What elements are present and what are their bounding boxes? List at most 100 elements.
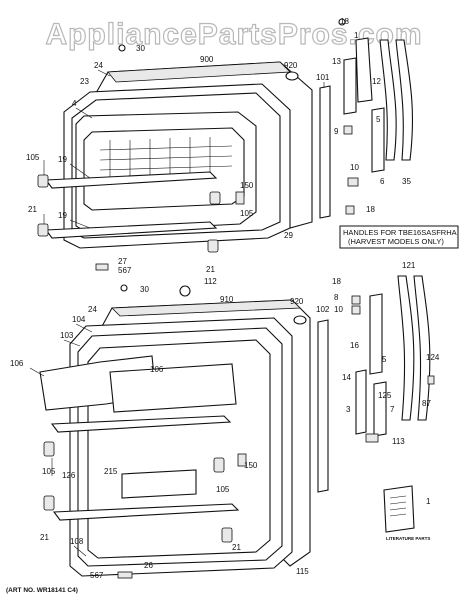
upper-handle-5 xyxy=(371,107,385,173)
callout-10-lower: 10 xyxy=(334,305,343,314)
callout-215: 215 xyxy=(104,467,118,476)
lower-shelf-bar-108 xyxy=(52,503,240,521)
literature-label: LITERATURE PARTS xyxy=(386,536,430,541)
upper-shelf-bar-19a xyxy=(44,171,218,189)
callout-124: 124 xyxy=(426,353,440,362)
lower-handle-125 xyxy=(373,381,387,437)
clip-87 xyxy=(427,375,435,385)
callout-103: 103 xyxy=(60,331,74,340)
upper-shelf-end-cap-105b xyxy=(209,191,221,205)
callout-125: 125 xyxy=(378,391,392,400)
lower-handle-121b xyxy=(413,275,431,421)
callout-105b-lower: 105 xyxy=(216,485,230,494)
callout-150-lower: 150 xyxy=(244,461,258,470)
callout-920: 920 xyxy=(284,61,298,70)
callout-29: 29 xyxy=(284,231,293,240)
leader-lines xyxy=(29,69,325,557)
callout-105-lower: 105 xyxy=(42,467,56,476)
callout-7: 7 xyxy=(390,405,395,414)
callout-5-lower: 5 xyxy=(382,355,387,364)
callout-104: 104 xyxy=(72,315,86,324)
callout-19: 19 xyxy=(58,155,67,164)
callout-126: 126 xyxy=(62,471,76,480)
callout-567-lower: 567 xyxy=(90,571,104,580)
lower-handle-5 xyxy=(369,293,383,375)
callout-8-lower: 8 xyxy=(334,293,339,302)
callout-21b: 21 xyxy=(206,265,215,274)
callout-910: 910 xyxy=(220,295,234,304)
lower-end-cap-105b xyxy=(213,457,225,473)
upper-handle-trim-101 xyxy=(319,85,331,219)
callout-121: 121 xyxy=(402,261,416,270)
callout-567: 567 xyxy=(118,266,132,275)
lower-end-cap-105a xyxy=(43,441,55,457)
callout-900: 900 xyxy=(200,55,214,64)
callout-26: 26 xyxy=(144,561,153,570)
callout-19b: 19 xyxy=(58,211,67,220)
callout-105b: 105 xyxy=(240,209,254,218)
clip-10-lower xyxy=(351,305,361,315)
plug-920 xyxy=(285,71,299,81)
upper-wire-basket-lines xyxy=(99,137,233,178)
callout-27: 27 xyxy=(118,257,127,266)
hinge-150-lower xyxy=(237,453,247,467)
callout-24: 24 xyxy=(94,61,103,70)
callout-16: 16 xyxy=(350,341,359,350)
handles-note-line1: HANDLES FOR TBE16SASFRHA xyxy=(343,228,457,237)
callout-9: 9 xyxy=(334,127,339,136)
callout-30b: 30 xyxy=(140,285,149,294)
screw-30 xyxy=(118,44,126,52)
upper-handle-12 xyxy=(355,37,373,103)
upper-handle-35 xyxy=(395,39,413,161)
callout-4: 4 xyxy=(72,99,77,108)
callout-87: 87 xyxy=(422,399,431,408)
callout-6: 6 xyxy=(380,177,385,186)
clip-8-lower xyxy=(351,295,361,305)
upper-shelf-end-cap-21b xyxy=(207,239,219,253)
callout-21: 21 xyxy=(28,205,37,214)
callout-21-lower: 21 xyxy=(40,533,49,542)
screw-18 xyxy=(338,18,346,26)
callout-1: 1 xyxy=(354,31,359,40)
callout-106: 106 xyxy=(10,359,24,368)
clip-8 xyxy=(345,205,355,215)
callout-24-lower: 24 xyxy=(88,305,97,314)
callout-108: 108 xyxy=(70,537,84,546)
callout-150: 150 xyxy=(240,181,254,190)
callout-18-lower: 18 xyxy=(332,277,341,286)
literature-lines xyxy=(389,495,407,517)
upper-door-assembly xyxy=(37,18,413,297)
callout-5: 5 xyxy=(376,115,381,124)
handles-note: HANDLES FOR TBE16SASFRHA (HARVEST MODELS… xyxy=(339,225,459,249)
upper-wire-basket xyxy=(83,127,245,211)
callout-101: 101 xyxy=(316,73,330,82)
clip-113 xyxy=(365,433,379,443)
callout-112: 112 xyxy=(204,277,217,286)
clip-9 xyxy=(343,125,353,135)
bracket-26 xyxy=(117,571,133,579)
hinge-150 xyxy=(235,191,245,205)
screw-30b xyxy=(120,284,128,292)
lower-shelf-bar-126 xyxy=(50,415,232,433)
callout-23: 23 xyxy=(80,77,89,86)
upper-handle-6 xyxy=(379,39,397,161)
lower-door-assembly xyxy=(39,275,435,579)
callout-105: 105 xyxy=(26,153,40,162)
upper-handle-13 xyxy=(343,57,357,115)
clip-10 xyxy=(347,177,359,187)
callout-3: 3 xyxy=(346,405,351,414)
upper-shelf-end-cap-21 xyxy=(37,223,49,237)
callout-30: 30 xyxy=(136,44,145,53)
callout-1-lower: 1 xyxy=(426,497,431,506)
watermark-logo: AppliancePartsPros.com xyxy=(45,18,422,51)
handles-note-line2: (HARVEST MODELS ONLY) xyxy=(348,237,444,246)
callout-35: 35 xyxy=(402,177,411,186)
bracket-27 xyxy=(95,263,109,271)
callout-14: 14 xyxy=(342,373,351,382)
lower-end-cap-21a xyxy=(43,495,55,511)
lower-handle-14 xyxy=(355,369,367,435)
callout-113: 113 xyxy=(392,437,405,446)
callout-106b: 106 xyxy=(150,365,164,374)
upper-shelf-bar-19b xyxy=(44,221,218,239)
